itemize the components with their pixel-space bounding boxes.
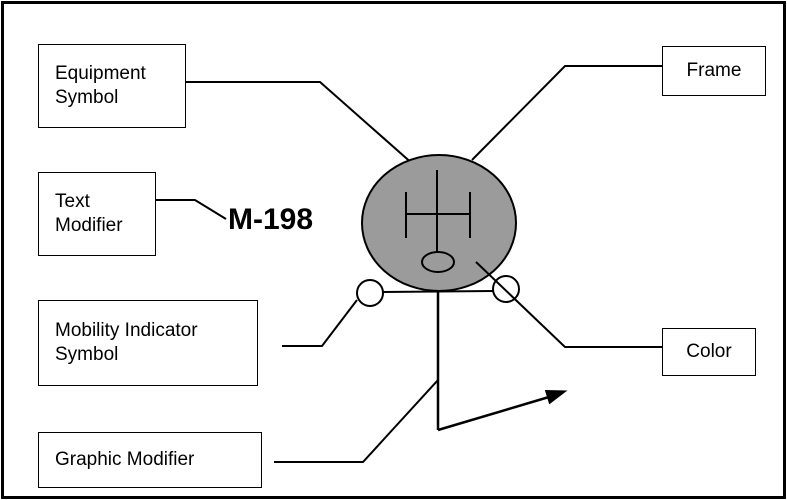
text-modifier-value: M-198 xyxy=(228,203,314,236)
equipment-symbol-icon xyxy=(405,170,471,252)
equipment-symbol-label-line-2: Symbol xyxy=(55,87,119,108)
frame-label: Frame xyxy=(686,60,742,81)
mobility-indicator-icon xyxy=(356,275,520,307)
frame-label-box: Frame xyxy=(662,46,766,96)
graphic-modifier-leader-line xyxy=(274,379,439,463)
mobility-indicator-label-line-1: Mobility Indicator xyxy=(55,320,198,341)
graphic-modifier-arrow xyxy=(436,292,550,432)
color-label-box: Color xyxy=(662,328,756,376)
text-modifier-label-line-1: Text xyxy=(55,191,90,212)
equipment-symbol-leader-line xyxy=(186,81,441,189)
graphic-modifier-label: Graphic Modifier xyxy=(55,449,195,470)
arrowhead-icon xyxy=(544,389,568,405)
equipment-symbol-label-line-1: Equipment xyxy=(55,63,146,84)
text-modifier-leader-line xyxy=(156,199,227,220)
text-modifier-label-box: Text Modifier xyxy=(38,172,156,256)
mobility-indicator-label-line-2: Symbol xyxy=(55,344,119,365)
mobility-indicator-label-box: Mobility Indicator Symbol xyxy=(38,300,258,386)
color-label: Color xyxy=(686,341,732,362)
equipment-symbol-label-box: Equipment Symbol xyxy=(38,44,186,128)
graphic-modifier-direction-line xyxy=(437,395,550,432)
color-leader-line xyxy=(475,261,662,348)
mobility-indicator-leader-line xyxy=(282,299,358,347)
equipment-base-oval xyxy=(421,251,455,273)
mobility-axle xyxy=(382,290,494,293)
mobility-left-wheel xyxy=(356,279,384,307)
frame-leader-line xyxy=(471,65,662,161)
mobility-right-wheel xyxy=(492,275,520,303)
text-modifier-label-line-2: Modifier xyxy=(55,215,123,236)
graphic-modifier-label-box: Graphic Modifier xyxy=(38,432,262,488)
